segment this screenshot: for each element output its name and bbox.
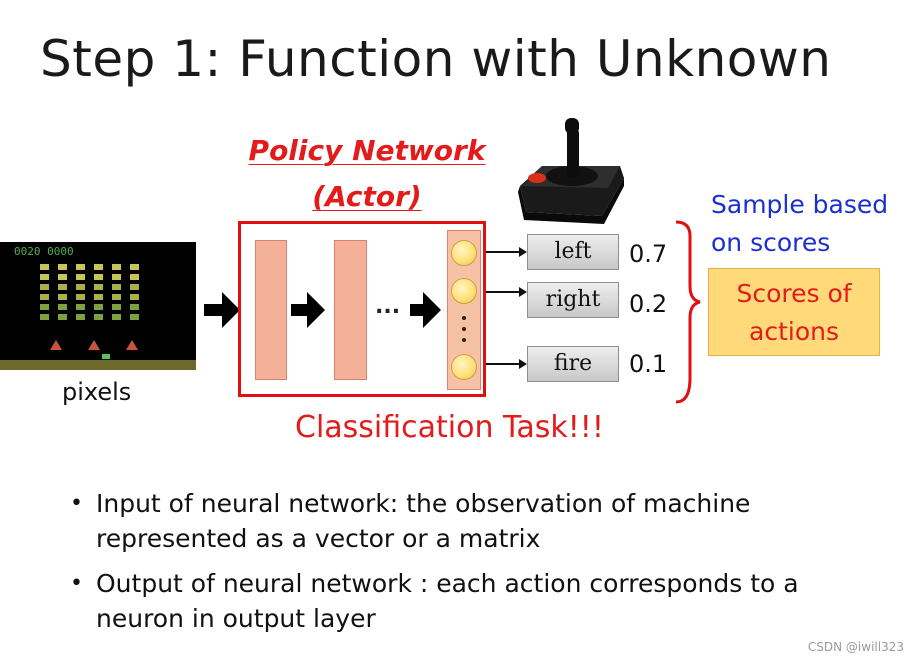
score-fire: 0.1 [629, 350, 668, 378]
vertical-dot [462, 338, 466, 342]
pixels-label: pixels [62, 378, 132, 406]
scores-box-line1: Scores of [736, 279, 852, 308]
action-left-box: left [527, 234, 619, 270]
vertical-dot [462, 316, 466, 320]
ground [0, 360, 196, 370]
arrow-right-icon [291, 292, 325, 328]
score-left: 0.7 [629, 240, 668, 268]
policy-network-label: Policy Network (Actor) [236, 128, 498, 220]
scores-of-actions-box: Scores of actions [708, 268, 880, 356]
vertical-dot [462, 327, 466, 331]
slide-title: Step 1: Function with Unknown [40, 30, 832, 88]
policy-network-line2: (Actor) [312, 180, 422, 213]
sample-label-line1: Sample based [711, 190, 889, 219]
bunkers [50, 340, 138, 350]
brace-icon [675, 220, 701, 404]
action-fire-box: fire [527, 346, 619, 382]
game-screenshot: 0020 0000 [0, 242, 196, 370]
output-neuron-fire [451, 354, 477, 380]
action-right-box: right [527, 282, 619, 318]
classification-task-label: Classification Task!!! [295, 410, 604, 445]
scores-box-line2: actions [749, 317, 839, 346]
arrow-head-icon [519, 247, 527, 257]
invader-grid [40, 264, 139, 320]
score-right: 0.2 [629, 290, 668, 318]
output-neuron-right [451, 278, 477, 304]
bullet-dot-icon: • [70, 571, 83, 596]
hidden-layer-2 [334, 240, 367, 380]
game-score-text: 0020 0000 [14, 245, 74, 258]
sample-label: Sample based on scores [711, 186, 911, 262]
hidden-ellipsis: ... [375, 294, 401, 319]
policy-network-box [238, 221, 486, 397]
sample-label-line2: on scores [711, 228, 831, 257]
bullet-text: Output of neural network : each action c… [96, 569, 799, 633]
game-screenshot-art: 0020 0000 [0, 242, 196, 370]
arrow-head-icon [519, 287, 527, 297]
policy-network-line1: Policy Network [248, 134, 486, 167]
joystick-icon [518, 118, 624, 224]
bullet-dot-icon: • [70, 491, 83, 516]
hidden-layer-1 [255, 240, 287, 380]
arrow-right-icon [410, 292, 441, 328]
bullet-item: • Input of neural network: the observati… [70, 486, 870, 556]
arrow-head-icon [519, 359, 527, 369]
output-neuron-left [451, 240, 477, 266]
bullet-list: • Input of neural network: the observati… [70, 486, 870, 646]
bullet-item: • Output of neural network : each action… [70, 566, 870, 636]
arrow-right-icon [204, 292, 240, 328]
player-cannon [102, 354, 110, 359]
bullet-text: Input of neural network: the observation… [96, 489, 751, 553]
watermark: CSDN @iwill323 [807, 640, 904, 654]
